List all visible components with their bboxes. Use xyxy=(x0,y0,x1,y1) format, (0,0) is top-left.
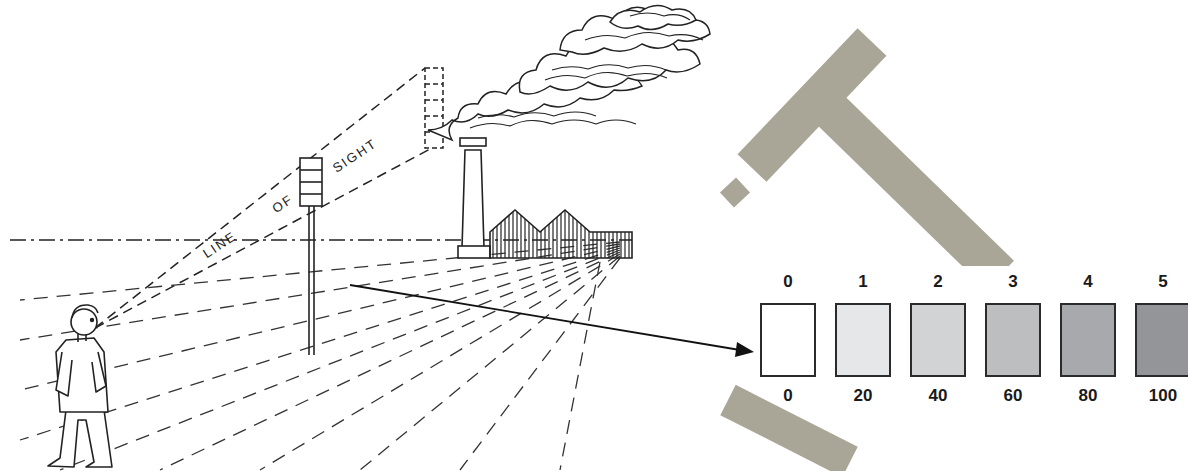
chart-post xyxy=(300,158,322,355)
shade-column: 00 xyxy=(760,268,816,410)
shade-number: 0 xyxy=(760,270,816,294)
shade-box xyxy=(1060,303,1116,377)
sight-lines xyxy=(95,68,432,328)
pointer-arrow xyxy=(350,285,754,357)
shade-number: 5 xyxy=(1135,270,1188,294)
observer xyxy=(48,305,112,467)
smoke-curls xyxy=(470,13,703,128)
factory xyxy=(490,210,632,258)
sight-label: SIGHT xyxy=(330,136,379,175)
shade-box xyxy=(910,303,966,377)
shade-number: 1 xyxy=(835,270,891,294)
sight-label: LINE xyxy=(201,229,240,261)
shade-box xyxy=(1135,303,1188,377)
shade-number: 4 xyxy=(1060,270,1116,294)
chimney xyxy=(458,138,490,258)
shade-column: 1 20 xyxy=(835,268,891,410)
percent-value: 40 xyxy=(910,384,966,408)
watermark xyxy=(728,42,1000,462)
shade-column: 5 100 xyxy=(1135,268,1188,410)
smoke xyxy=(428,5,710,140)
shade-box xyxy=(835,303,891,377)
shade-column: 3 60 xyxy=(985,268,1041,410)
shade-column: 2 40 xyxy=(910,268,966,410)
percent-value: 0 xyxy=(760,384,816,408)
sight-label: OF xyxy=(270,192,296,216)
shade-number: 3 xyxy=(985,270,1041,294)
percent-value: 80 xyxy=(1060,384,1116,408)
shade-box xyxy=(985,303,1041,377)
percent-value: 100 xyxy=(1135,384,1188,408)
percent-value: 60 xyxy=(985,384,1041,408)
ground-lines xyxy=(20,242,620,470)
percent-value: 20 xyxy=(835,384,891,408)
shade-column: 4 80 xyxy=(1060,268,1116,410)
shade-number: 2 xyxy=(910,270,966,294)
shade-box xyxy=(760,303,816,377)
projected-chart xyxy=(425,68,443,148)
